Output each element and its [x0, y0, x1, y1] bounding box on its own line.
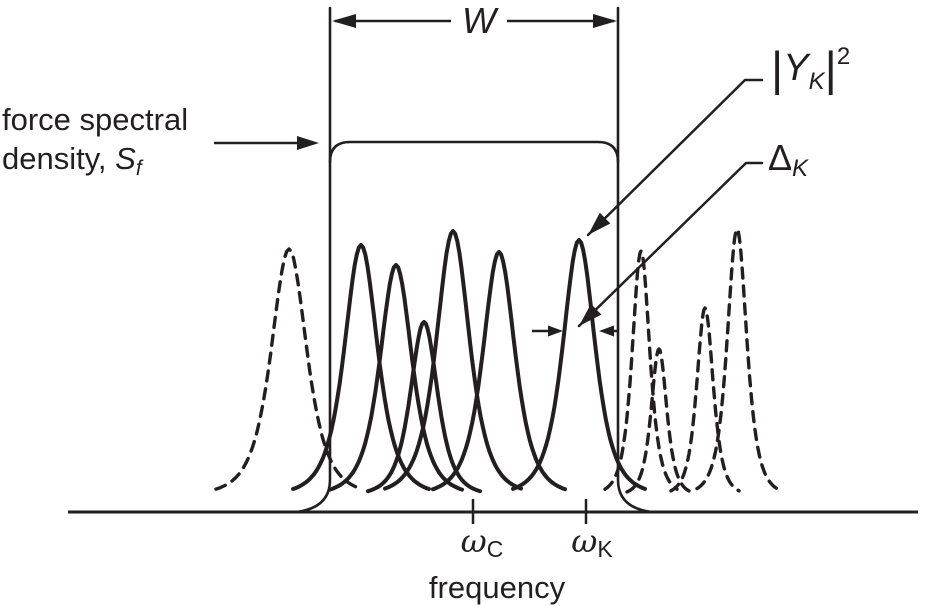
width-arrowhead-left	[548, 325, 563, 337]
width-arrowhead-right	[599, 325, 614, 337]
yk-base: Y	[783, 47, 809, 89]
dim-arrowhead-left	[332, 14, 356, 28]
bandwidth-w-label: W	[462, 0, 496, 41]
band-left-edge	[294, 6, 332, 514]
solid-peak-5	[511, 238, 647, 491]
dashed-peak-3	[669, 306, 741, 493]
sf-symbol: S	[115, 141, 136, 176]
dashed-peak-1	[603, 249, 679, 491]
delta-symbol: Δ	[768, 137, 793, 178]
delta-subscript: K	[792, 155, 809, 182]
omega-c-tick-label: ωC	[460, 522, 504, 562]
band-right-edge	[616, 6, 654, 514]
delta-leader-line	[577, 161, 764, 328]
omega-k-tick-label: ωK	[571, 522, 613, 562]
yk-subscript: K	[808, 68, 825, 95]
dashed-peak-0	[214, 247, 364, 491]
solid-peak-3	[383, 229, 523, 491]
x-axis-label: frequency	[428, 570, 566, 605]
dashed-peak-2	[625, 347, 693, 494]
spectral-density-top	[328, 140, 620, 164]
force-label-line1: force spectral	[2, 102, 189, 137]
yk-superscript: 2	[836, 43, 851, 70]
solid-peak-2	[366, 320, 482, 494]
dim-arrowhead-right	[593, 14, 617, 28]
force-spectral-density-label: force spectral density, Sf	[2, 100, 188, 188]
yk-leader-arrowhead	[588, 212, 611, 235]
sf-subscript: f	[135, 157, 142, 180]
dashed-peak-4	[695, 227, 779, 491]
solid-peak-4	[431, 250, 567, 492]
yk-leader-line	[586, 78, 764, 237]
force-label-line2: density, Sf	[2, 141, 142, 180]
delta-k-label: ΔK	[768, 137, 808, 183]
force-label-arrowhead	[297, 136, 319, 150]
yk-squared-label: |YK|2	[771, 42, 851, 95]
solid-peak-1	[328, 263, 464, 492]
